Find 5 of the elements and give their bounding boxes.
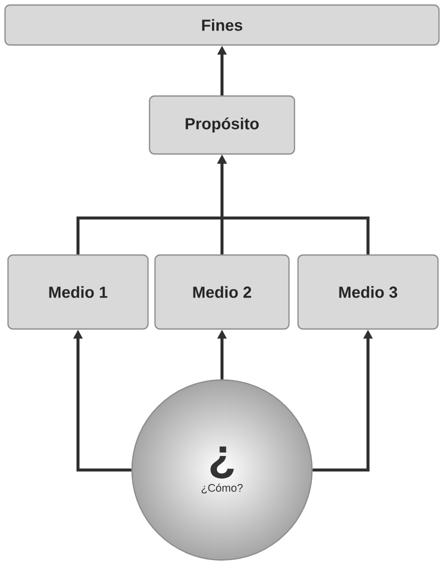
process-box: Medio 2 [154,254,290,330]
process-box: Propósito [148,95,296,155]
process-box: Fines [4,4,440,46]
process-box: Medio 3 [297,254,439,330]
process-box: Medio 1 [7,254,149,330]
